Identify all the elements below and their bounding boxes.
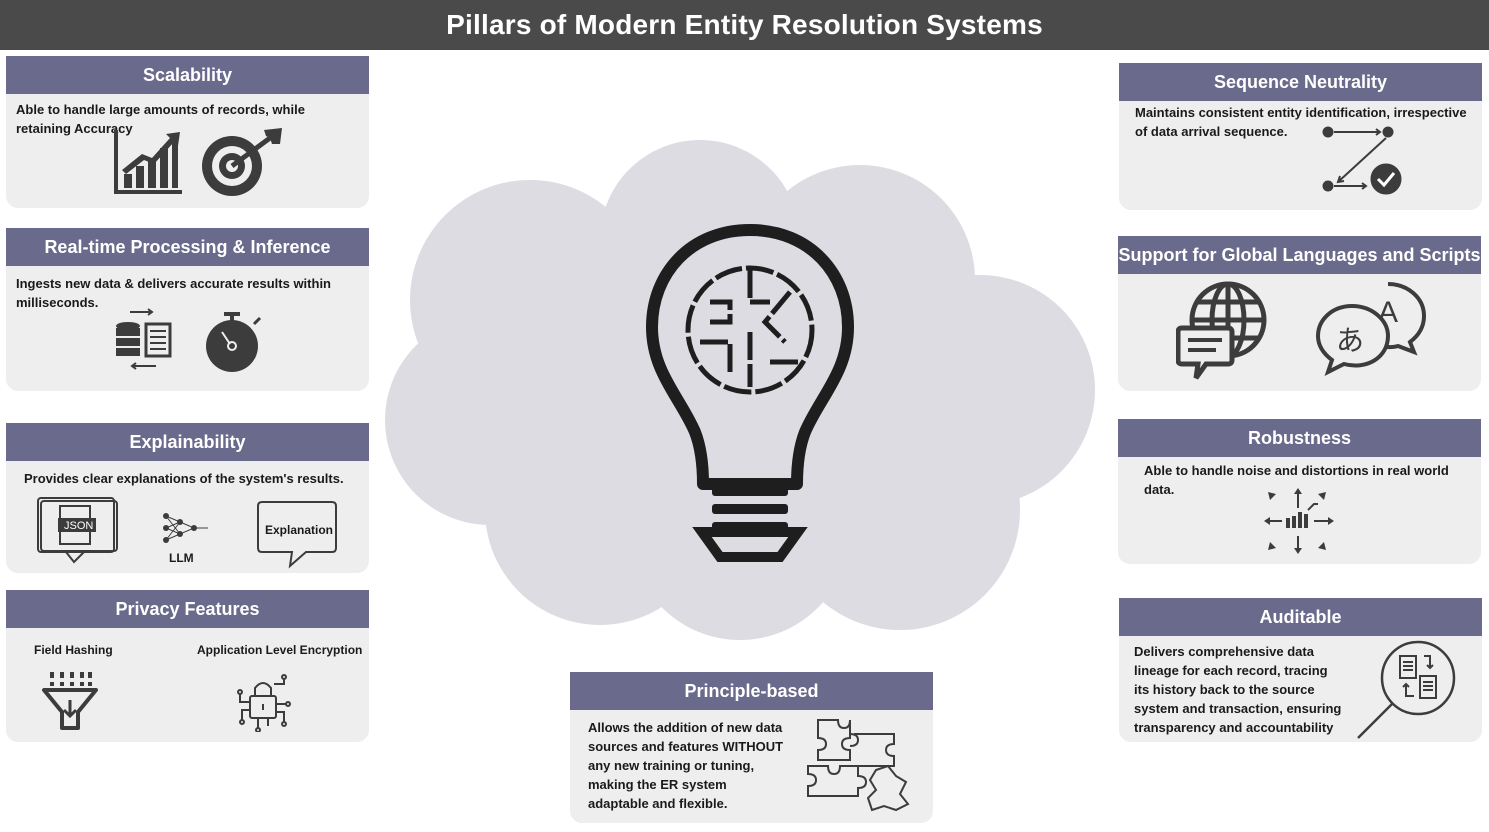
card-description: Able to handle noise and distortions in … <box>1144 463 1449 497</box>
card-sequence-neutrality: Sequence Neutrality Maintains consistent… <box>1119 63 1482 210</box>
card-robustness: Robustness Able to handle noise and dist… <box>1118 419 1481 564</box>
cloud-shape <box>385 140 1095 640</box>
card-auditable: Auditable Delivers comprehensive data li… <box>1119 598 1482 742</box>
funnel-icon <box>42 672 98 730</box>
translate-icon: A あ <box>1315 282 1427 376</box>
json-document-icon <box>37 497 118 564</box>
magnifier-documents-icon <box>1357 640 1456 739</box>
card-description: Delivers comprehensive data lineage for … <box>1134 644 1342 735</box>
card-description: Able to handle large amounts of records,… <box>16 102 305 136</box>
puzzle-icon <box>807 719 910 812</box>
bar-chart-up-icon <box>114 130 182 194</box>
card-title: Privacy Features <box>6 590 369 628</box>
encryption-label: Application Level Encryption <box>197 643 363 657</box>
stopwatch-icon <box>206 312 262 372</box>
card-title: Principle-based <box>570 672 933 710</box>
card-title: Support for Global Languages and Scripts <box>1118 236 1481 274</box>
database-icon <box>116 308 172 370</box>
circuit-lock-icon <box>237 674 291 732</box>
card-scalability: Scalability Able to handle large amounts… <box>6 56 369 208</box>
explanation-label: Explanation <box>265 523 334 537</box>
card-title: Scalability <box>6 56 369 94</box>
card-title: Sequence Neutrality <box>1119 63 1482 101</box>
svg-text:あ: あ <box>1336 324 1364 357</box>
card-realtime: Real-time Processing & Inference Ingests… <box>6 228 369 391</box>
card-principle-based: Principle-based Allows the addition of n… <box>570 672 933 823</box>
speech-bubble-icon <box>257 501 337 569</box>
card-title: Auditable <box>1119 598 1482 636</box>
neural-network-icon <box>163 513 208 543</box>
card-description: Ingests new data & delivers accurate res… <box>16 276 331 310</box>
sequence-check-icon <box>1322 126 1402 195</box>
card-description: Allows the addition of new data sources … <box>588 720 784 811</box>
card-description: Provides clear explanations of the syste… <box>24 471 344 486</box>
lightbulb-brain-icon <box>646 224 854 562</box>
card-description: Maintains consistent entity identificati… <box>1135 105 1467 139</box>
card-title: Robustness <box>1118 419 1481 457</box>
target-arrow-icon <box>202 128 282 196</box>
page-title: Pillars of Modern Entity Resolution Syst… <box>0 0 1489 50</box>
card-privacy: Privacy Features <box>6 590 369 742</box>
globe-chat-icon <box>1176 281 1267 380</box>
card-title: Real-time Processing & Inference <box>6 228 369 266</box>
noise-arrows-icon <box>1264 488 1334 554</box>
card-title: Explainability <box>6 423 369 461</box>
json-label: JSON <box>64 520 94 532</box>
field-hashing-label: Field Hashing <box>34 643 113 657</box>
llm-label: LLM <box>169 551 194 565</box>
